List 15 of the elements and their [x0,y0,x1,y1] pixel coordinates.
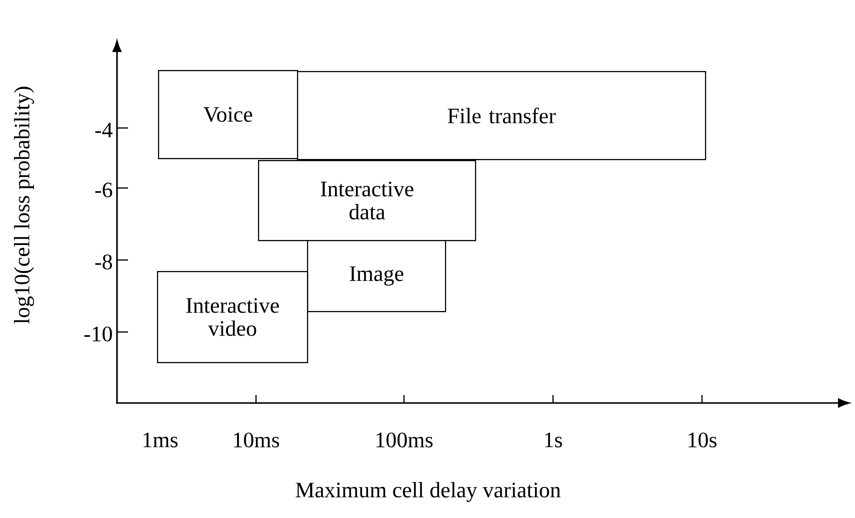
axis-title: log10(cell loss probability) [14,86,34,324]
category-box: Interactive video [157,271,308,364]
tick-label: 1ms [144,432,178,448]
category-box: Image [307,240,446,312]
tick-label: -6 [95,182,112,198]
tick-label: -8 [95,254,112,270]
tick-label: 1s [545,432,562,448]
category-box: Voice [158,70,298,160]
tick-label: 100ms [376,432,433,448]
tick-label: 10ms [234,432,280,448]
tick-label: 10s [688,432,716,448]
tick-label: -10 [84,326,112,342]
category-box: Interactive data [258,160,476,242]
axis-title: Maximum cell delay variation [296,482,561,502]
tick-label: -4 [95,122,112,138]
